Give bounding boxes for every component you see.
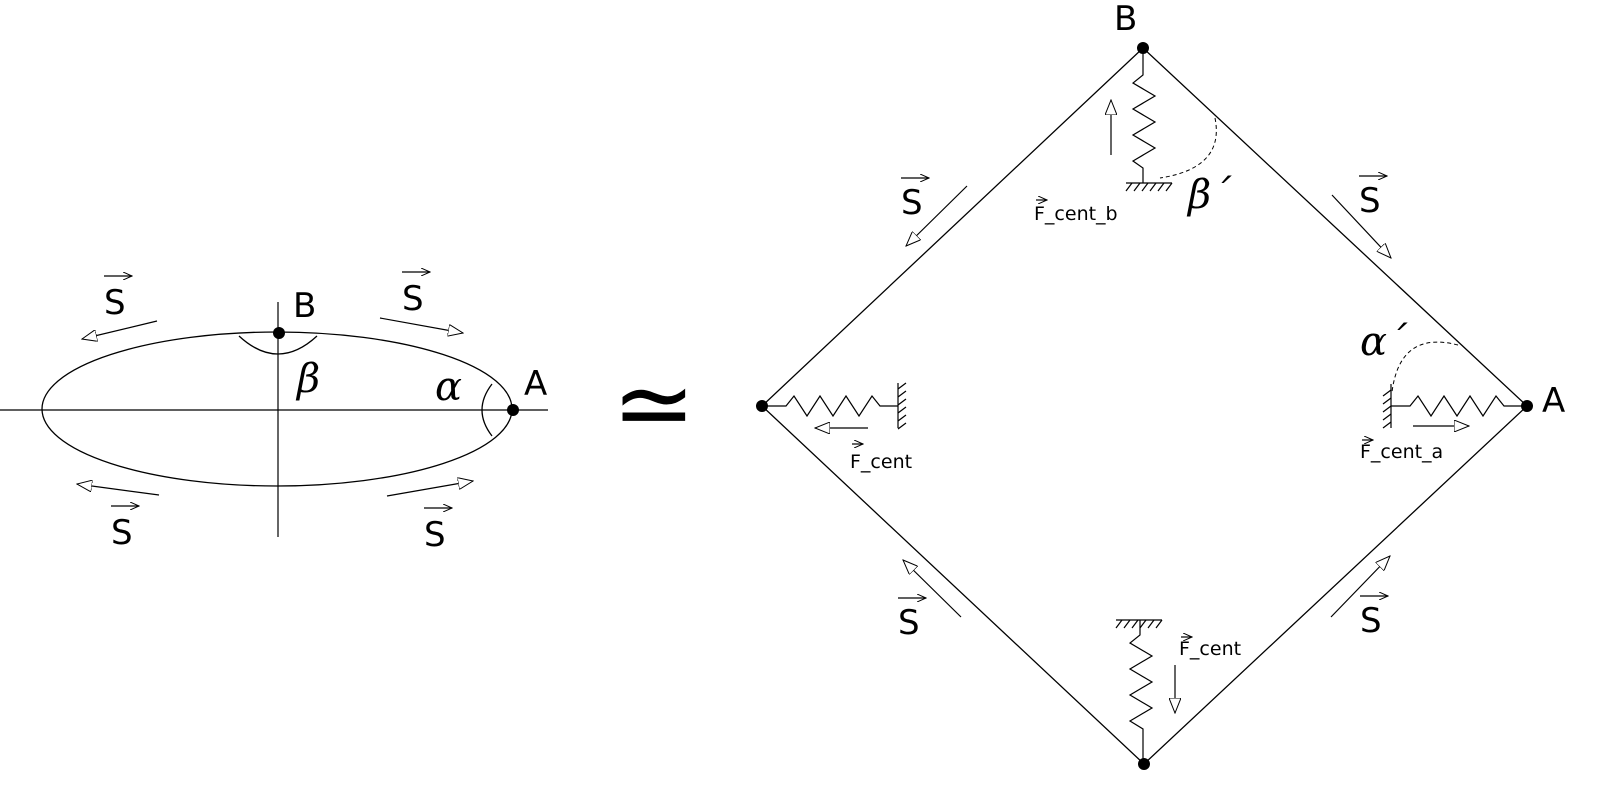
point-a-dot — [507, 404, 519, 416]
s-label-upper-left: S — [901, 178, 929, 223]
beta-label: β — [295, 356, 320, 402]
s-vector-label: S — [104, 283, 126, 323]
bottom-vertex-dot — [1138, 758, 1150, 770]
s-vector-label: S — [402, 279, 424, 319]
point-b-label: B — [293, 286, 316, 326]
svg-text:F_cent: F_cent — [1179, 638, 1241, 660]
s-arrow-bottom-left — [77, 484, 160, 496]
s-arrow-upper-right — [1331, 194, 1391, 258]
point-a-label: A — [1542, 381, 1565, 421]
s-arrow-top-right — [379, 317, 463, 333]
s-label-top-left: S — [104, 276, 132, 323]
beta-prime-arc — [1159, 117, 1217, 179]
s-vector-label: S — [424, 515, 446, 555]
s-label-bottom-right: S — [424, 508, 452, 555]
point-b-label: B — [1114, 0, 1137, 39]
bottom-spring — [1115, 619, 1163, 760]
s-label-bottom-left: S — [111, 506, 139, 553]
beta-arc — [238, 335, 318, 355]
s-vector-label: S — [1359, 181, 1381, 221]
s-arrow-upper-left — [906, 185, 968, 246]
s-label-upper-right: S — [1359, 176, 1387, 221]
s-label-top-right: S — [402, 272, 430, 319]
s-arrow-lower-right — [1330, 556, 1390, 618]
alpha-prime-label: α´ — [1360, 319, 1408, 365]
s-vector-label: S — [898, 603, 920, 643]
point-b-dot — [273, 327, 285, 339]
alpha-arc — [481, 383, 493, 437]
top-spring — [1125, 52, 1173, 192]
left-force-label: F_cent — [850, 444, 912, 473]
svg-text:F_cent_a: F_cent_a — [1360, 441, 1443, 463]
svg-text:F_cent_b: F_cent_b — [1034, 203, 1118, 225]
right-force-label: F_cent_a — [1360, 440, 1443, 463]
beta-prime-label: β´ — [1186, 172, 1232, 218]
left-vertex-dot — [756, 400, 768, 412]
right-spring — [1382, 384, 1523, 429]
alpha-label: α — [435, 364, 462, 410]
ellipse-diagram: B A β α S S S S — [0, 272, 548, 555]
svg-text:F_cent: F_cent — [850, 451, 912, 473]
top-force-label: F_cent_b — [1034, 200, 1118, 225]
s-vector-label: S — [901, 183, 923, 223]
bottom-force-label: F_cent — [1179, 637, 1241, 660]
approx-symbol: ≃ — [612, 345, 696, 462]
point-b-dot — [1137, 42, 1149, 54]
point-a-label: A — [524, 364, 547, 404]
left-spring — [766, 382, 907, 430]
s-arrow-bottom-right — [386, 481, 473, 497]
s-label-lower-right: S — [1360, 596, 1388, 641]
diamond-diagram: B A β´ α´ F_cent_b F_cent — [756, 0, 1565, 770]
s-arrow-top-left — [82, 320, 158, 339]
diamond-outline — [761, 47, 1528, 765]
s-vector-label: S — [111, 513, 133, 553]
s-label-lower-left: S — [898, 598, 926, 643]
s-vector-label: S — [1360, 601, 1382, 641]
point-a-dot — [1521, 400, 1533, 412]
s-arrow-lower-left — [903, 560, 962, 618]
